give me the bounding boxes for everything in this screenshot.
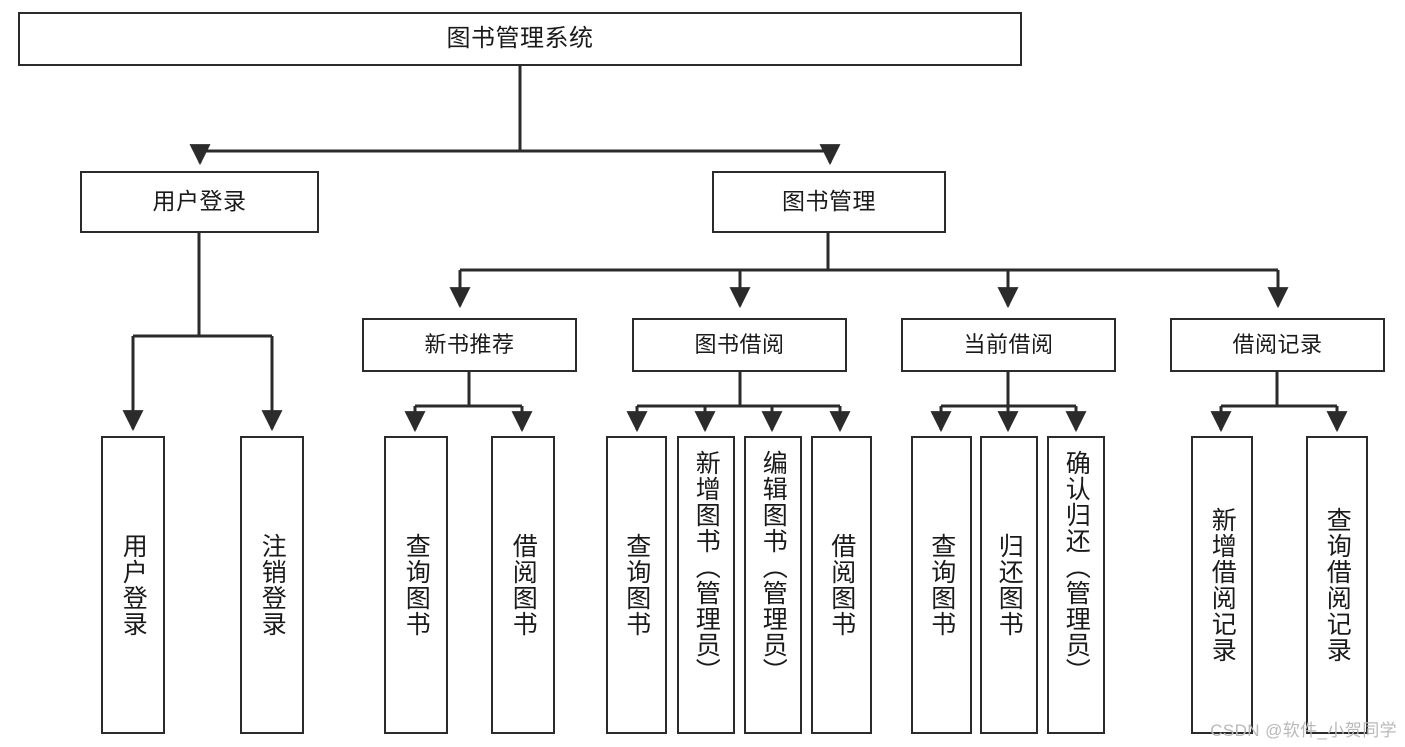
node-book-management[interactable]: 图书管理 [712,171,946,233]
node-label: 图书管理 [782,188,876,215]
leaf-query-book-recommend[interactable]: 查询图书 [384,436,448,734]
leaf-query-book-borrow[interactable]: 查询图书 [606,436,667,734]
node-label: 编辑图书（管理员） [759,450,788,684]
leaf-borrow-book-recommend[interactable]: 借阅图书 [491,436,555,734]
node-label: 归还图书 [995,533,1024,637]
leaf-confirm-return-admin[interactable]: 确认归还（管理员） [1047,436,1105,734]
node-label: 用户登录 [119,533,148,637]
node-label: 借阅图书 [827,533,856,637]
leaf-user-login[interactable]: 用户登录 [101,436,165,734]
leaf-query-borrow-record[interactable]: 查询借阅记录 [1306,436,1368,734]
node-current-borrow[interactable]: 当前借阅 [901,318,1116,372]
node-root-book-management-system[interactable]: 图书管理系统 [18,12,1022,66]
leaf-borrow-book[interactable]: 借阅图书 [811,436,872,734]
leaf-add-book-admin[interactable]: 新增图书（管理员） [677,436,735,734]
node-label: 查询图书 [402,533,431,637]
node-label: 查询借阅记录 [1323,507,1352,663]
node-label: 确认归还（管理员） [1062,450,1091,684]
leaf-query-book-current[interactable]: 查询图书 [911,436,972,734]
node-label: 新增图书（管理员） [692,450,721,684]
node-label: 当前借阅 [963,331,1054,357]
node-label: 图书管理系统 [446,24,594,52]
node-label: 图书借阅 [694,331,785,357]
node-label: 注销登录 [258,533,287,637]
node-label: 新增借阅记录 [1208,507,1237,663]
leaf-add-borrow-record[interactable]: 新增借阅记录 [1191,436,1253,734]
node-label: 查询图书 [927,533,956,637]
node-label: 查询图书 [622,533,651,637]
node-label: 用户登录 [152,188,247,215]
node-user-login[interactable]: 用户登录 [80,171,319,233]
node-book-borrow[interactable]: 图书借阅 [632,318,847,372]
leaf-return-book[interactable]: 归还图书 [980,436,1038,734]
node-label: 借阅记录 [1232,331,1323,357]
watermark-text: CSDN @软件_小贺同学 [1210,721,1397,740]
leaf-logout-login[interactable]: 注销登录 [240,436,304,734]
leaf-edit-book-admin[interactable]: 编辑图书（管理员） [744,436,802,734]
node-new-book-recommend[interactable]: 新书推荐 [362,318,577,372]
node-borrow-record[interactable]: 借阅记录 [1170,318,1385,372]
node-label: 新书推荐 [424,331,515,357]
node-label: 借阅图书 [509,533,538,637]
